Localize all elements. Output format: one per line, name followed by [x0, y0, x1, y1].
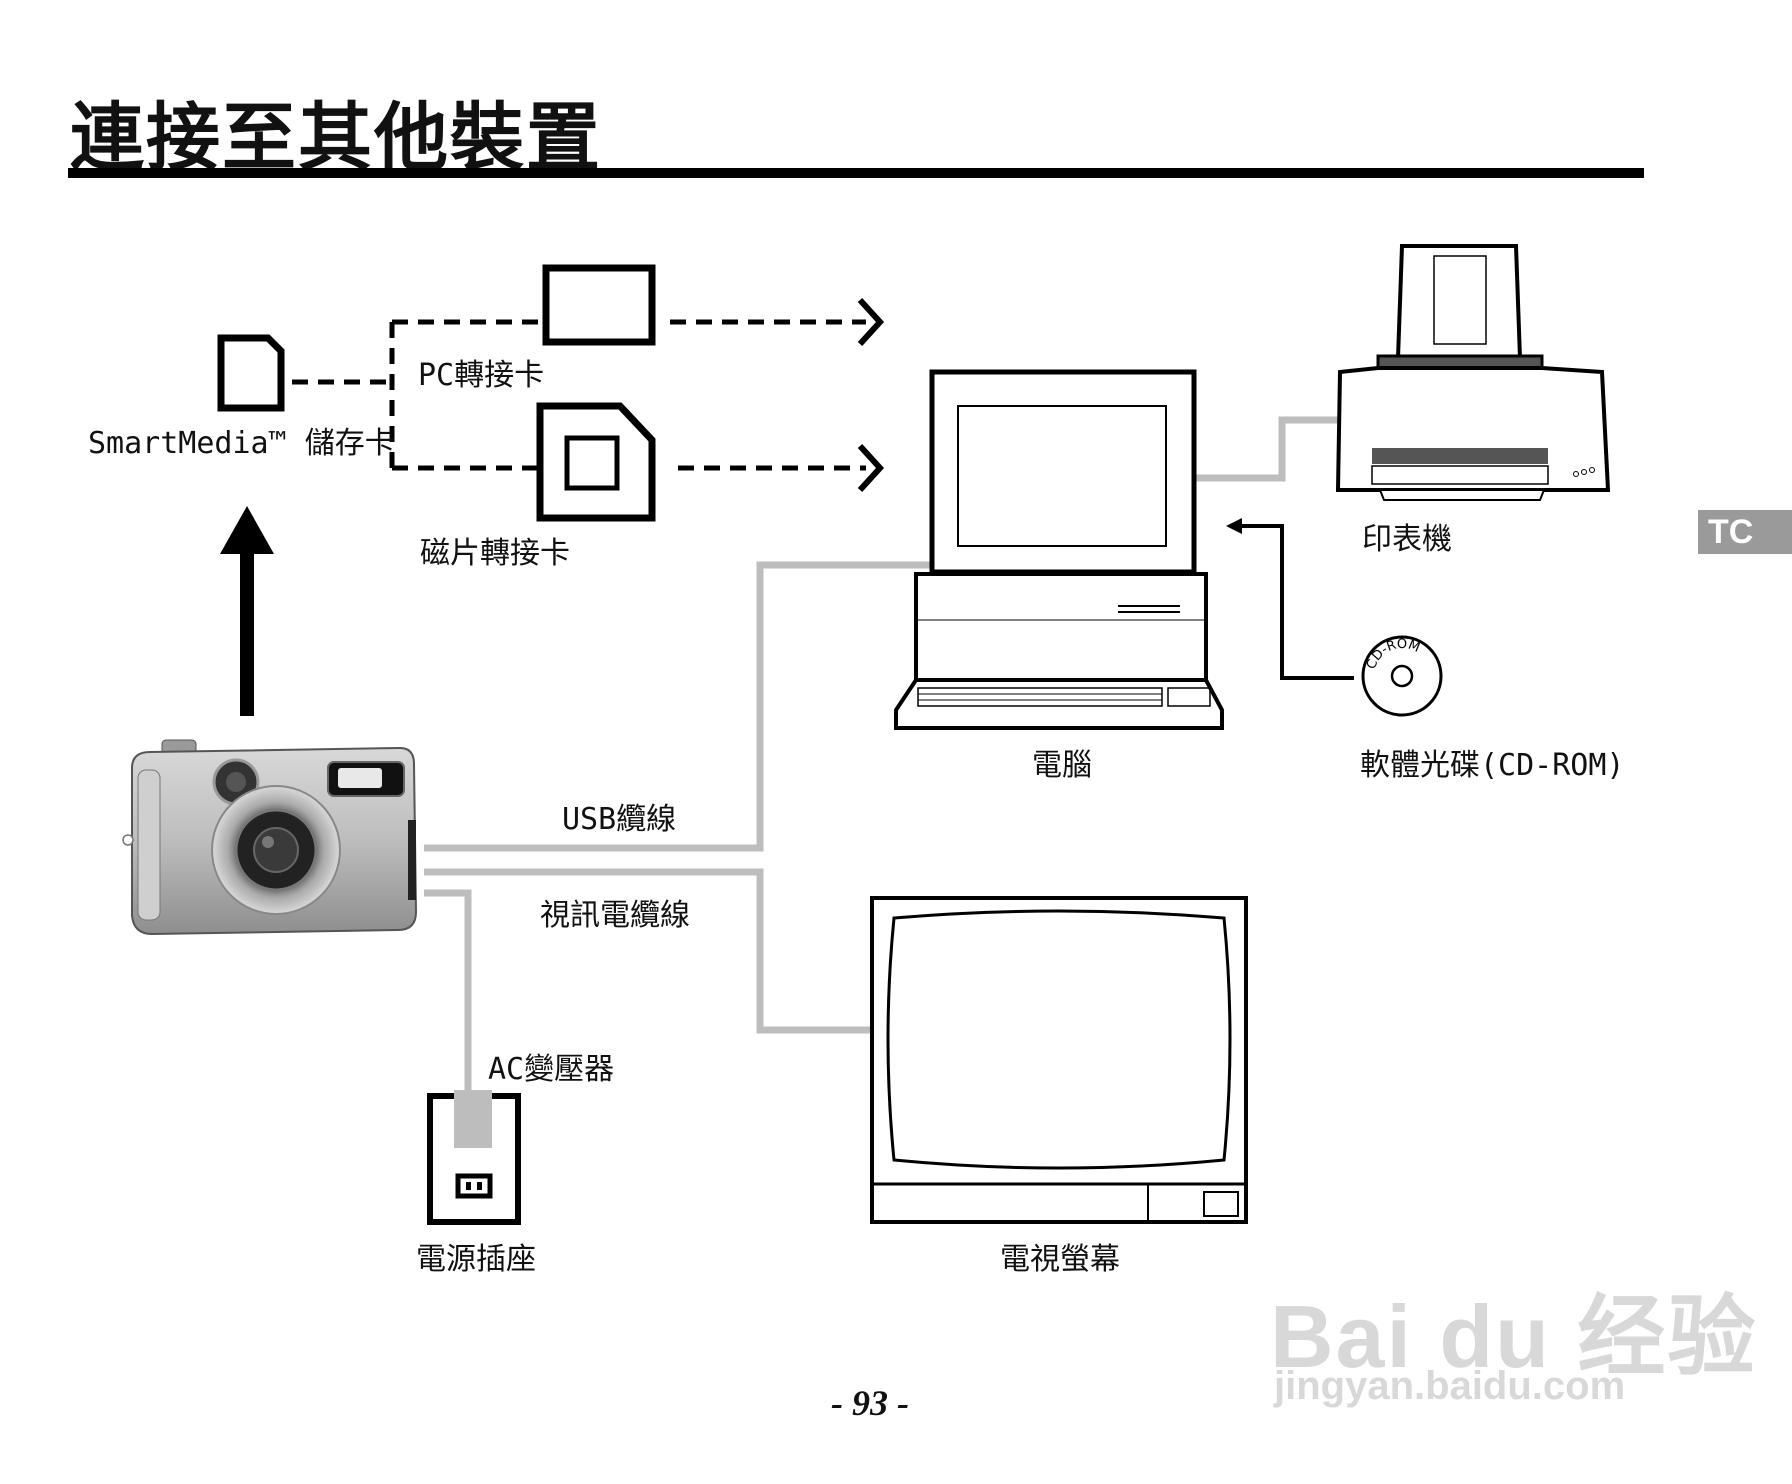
printer-icon: [1335, 244, 1611, 501]
cdrom-label: 軟體光碟(CD-ROM): [1360, 748, 1625, 783]
floppy-adapter-label: 磁片轉接卡: [420, 536, 570, 571]
floppy-adapter-icon: [536, 402, 656, 522]
ac-adapter-label: AC變壓器: [488, 1052, 615, 1087]
power-outlet-label: 電源插座: [416, 1242, 536, 1277]
baidu-watermark: Bai du 经验 jingyan.baidu.com: [1270, 1230, 1755, 1420]
computer-icon: [894, 369, 1224, 730]
cdrom-disc-icon: CD-ROM: [1361, 635, 1443, 717]
power-outlet-icon: [427, 1090, 521, 1225]
usb-cable-label: USB纜線: [562, 802, 677, 837]
watermark-brand: Bai du 经验: [1270, 1287, 1758, 1386]
cdrom-arrow: [1236, 524, 1354, 680]
tv-monitor-icon: [870, 896, 1248, 1224]
card-dashed-connector: [292, 319, 866, 472]
language-tab: TC: [1698, 510, 1792, 554]
chevron-right-icon: [857, 297, 885, 493]
computer-label: 電腦: [1032, 748, 1092, 783]
pc-adapter-label: PC轉接卡: [418, 358, 545, 393]
arrow-left-icon: [1226, 518, 1242, 534]
page-number: - 93 -: [831, 1383, 909, 1423]
arrow-up-icon: [220, 506, 274, 716]
digital-camera-icon: [122, 739, 418, 936]
smartmedia-label: SmartMedia™ 儲存卡: [88, 426, 395, 461]
video-cable-label: 視訊電纜線: [540, 898, 690, 933]
tv-monitor-label: 電視螢幕: [1000, 1242, 1120, 1277]
cable-lines: [424, 416, 1340, 1090]
smartmedia-card-icon: [217, 334, 285, 412]
title-underline: [68, 168, 1644, 178]
printer-label: 印表機: [1362, 522, 1452, 557]
pc-card-adapter-icon: [542, 264, 656, 346]
watermark-url: jingyan.baidu.com: [1274, 1364, 1626, 1408]
page-title: 連接至其他裝置: [70, 95, 602, 181]
